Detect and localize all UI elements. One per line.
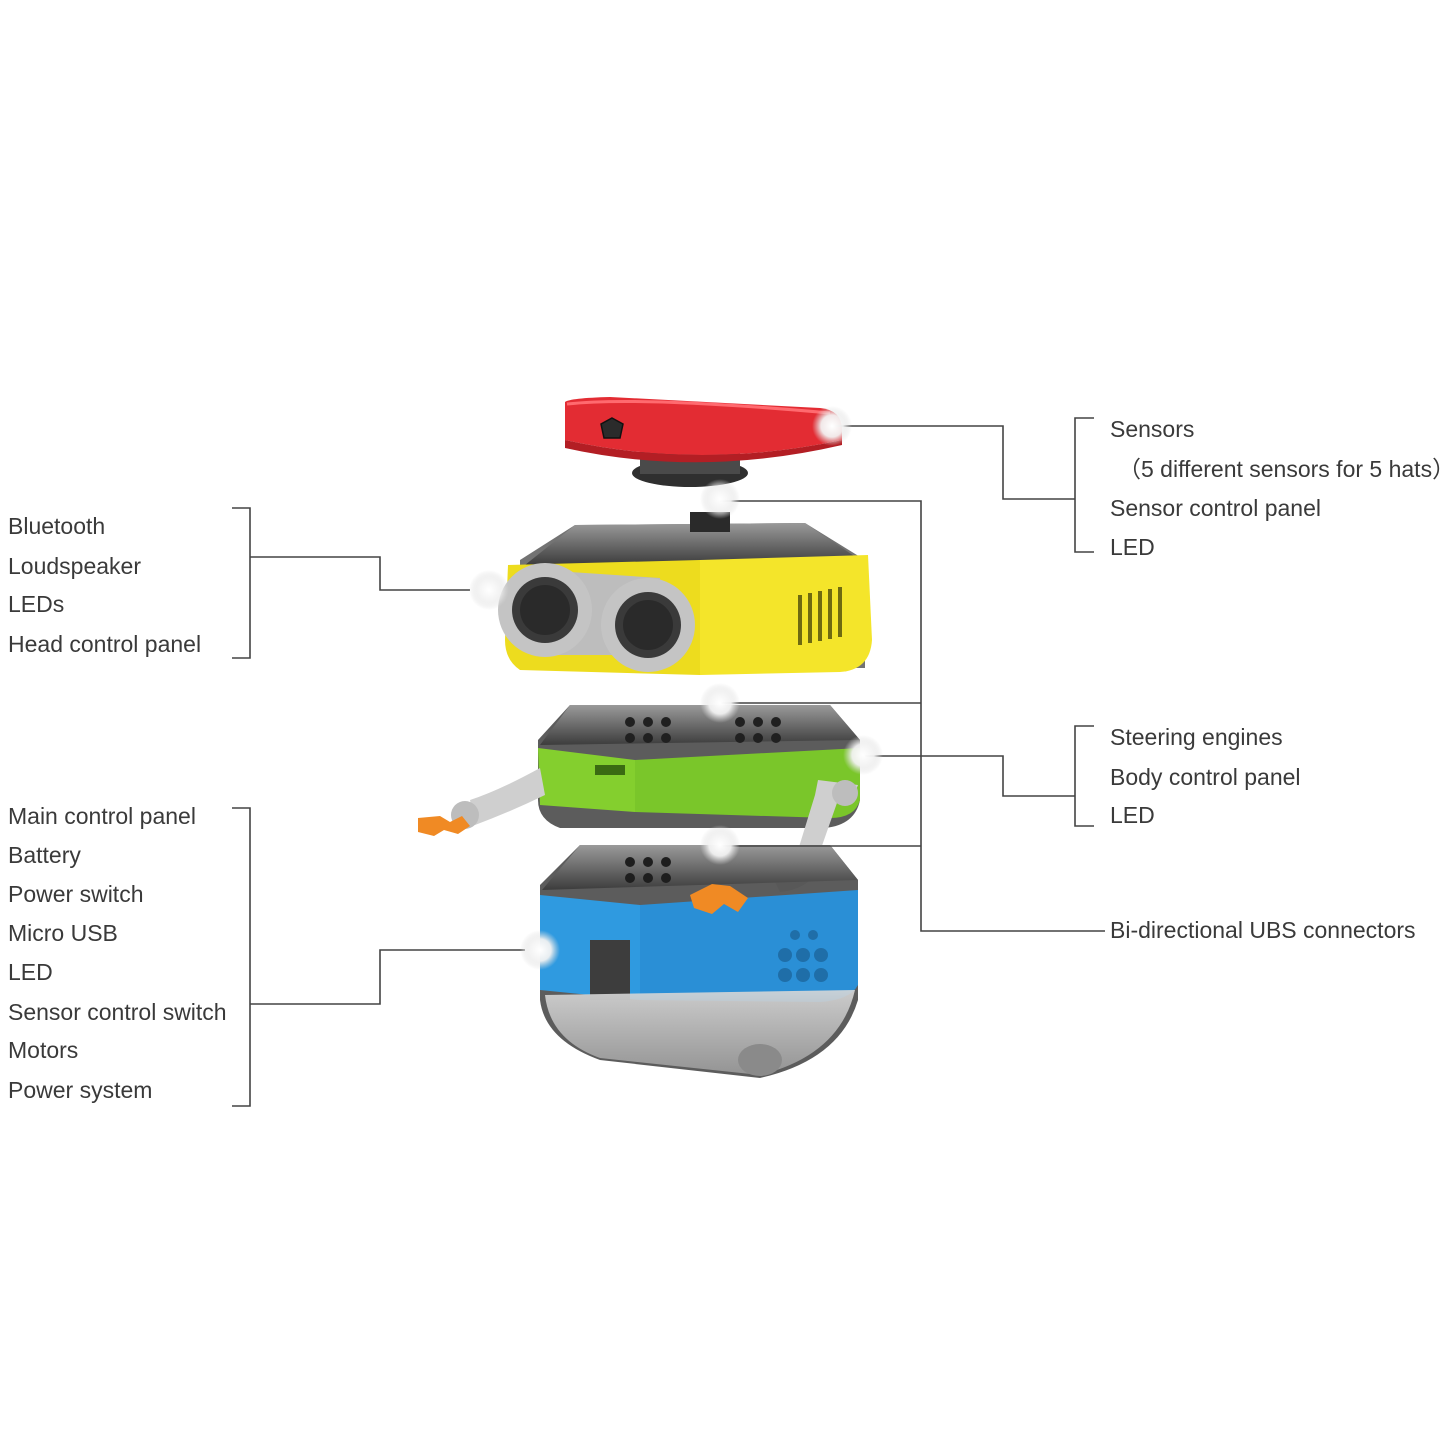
micro-usb-label: Micro USB — [8, 920, 118, 946]
loudspeaker-label: Loudspeaker — [8, 553, 141, 579]
sensors-label: Sensors — [1110, 416, 1195, 442]
leds-label: LEDs — [8, 591, 65, 617]
body-led-label: LED — [1110, 802, 1155, 828]
ultrasonic-eyes — [498, 563, 695, 672]
sensor-hat — [565, 397, 842, 487]
motors-label: Motors — [8, 1037, 79, 1063]
connectors-label: Bi-directional UBS connectors — [1110, 917, 1416, 943]
battery-label: Battery — [8, 842, 81, 868]
power-switch-label: Power switch — [8, 881, 144, 907]
main-control-panel-label: Main control panel — [8, 803, 196, 829]
leader-lines — [232, 417, 1105, 1107]
robot-base — [540, 845, 858, 1078]
head-control-panel-label: Head control panel — [8, 631, 202, 657]
robot-body — [418, 705, 860, 892]
robot-head — [498, 512, 872, 675]
sensor-pentagon-icon — [600, 417, 624, 439]
sensor-control-switch-label: Sensor control switch — [8, 999, 227, 1025]
sensor-led-label: LED — [1110, 534, 1155, 560]
hat-shell — [565, 397, 842, 455]
gripper-left — [418, 816, 470, 836]
usb-port-icon — [590, 940, 630, 1000]
gripper-right — [690, 884, 748, 914]
sensors-note-label: （5 different sensors for 5 hats） — [1118, 456, 1445, 482]
bluetooth-label: Bluetooth — [8, 513, 106, 539]
callout-markers — [469, 406, 883, 970]
steering-engines-label: Steering engines — [1110, 724, 1283, 750]
sensor-control-panel-label: Sensor control panel — [1110, 495, 1321, 521]
speaker-grille-icon — [798, 587, 842, 645]
power-system-label: Power system — [8, 1077, 153, 1103]
body-control-panel-label: Body control panel — [1110, 764, 1301, 790]
base-led-label: LED — [8, 959, 53, 985]
